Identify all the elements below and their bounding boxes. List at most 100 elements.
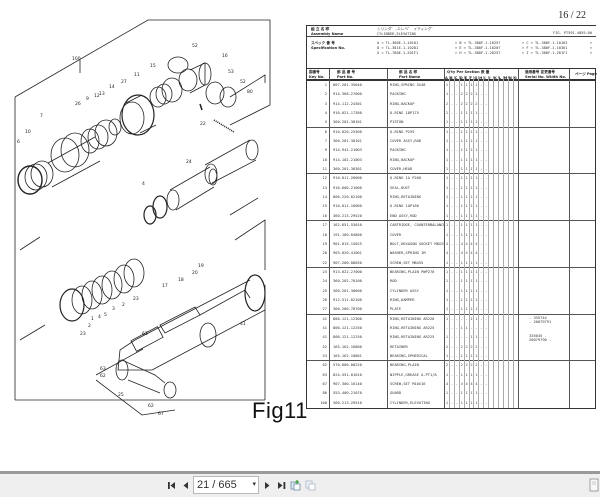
part-number: 360-201-30101	[333, 139, 362, 144]
spec-entry: > E < TL-380F-1-10207	[455, 46, 501, 50]
key-number: 4	[324, 111, 327, 116]
key-number: 23	[322, 269, 327, 274]
last-page-button[interactable]	[275, 477, 287, 493]
qty-cell: -	[480, 223, 483, 228]
qty-cell: 1	[445, 297, 449, 302]
qty-cell: -	[450, 353, 453, 358]
qty-cell: 1	[460, 167, 463, 172]
qty-cell: -	[470, 325, 473, 330]
svg-text:2: 2	[88, 323, 91, 329]
qty-cell: -	[455, 344, 458, 349]
qty-cell: -	[485, 167, 488, 172]
qty-cell: 2	[465, 101, 468, 106]
qty-cell: 4	[460, 251, 463, 256]
part-number: 907-300-16140	[333, 382, 362, 386]
qty-cell: 1	[475, 279, 478, 284]
key-number: 24	[322, 279, 327, 284]
section-divider	[478, 76, 480, 409]
qty-cell: 1	[465, 129, 468, 134]
qty-cell: -	[450, 92, 453, 97]
qty-cell: -	[455, 260, 458, 265]
qty-cell: 1	[470, 129, 473, 134]
qty-cell: 2	[475, 92, 478, 97]
svg-text:15: 15	[150, 63, 156, 69]
qty-cell: 1	[445, 157, 449, 162]
key-number: 12	[322, 176, 327, 181]
qty-cell: 1	[475, 176, 478, 181]
qty-cell: -	[485, 307, 488, 312]
qty-cell: -	[455, 241, 458, 246]
svg-text:27: 27	[121, 79, 127, 85]
layout-toggle-button[interactable]	[588, 477, 600, 493]
qty-cell: 1	[475, 400, 478, 405]
qty-cell: 1	[470, 353, 473, 358]
part-name: O-RING 18P175	[390, 111, 419, 116]
qty-cell: 2	[475, 344, 478, 349]
qty-cell: 1	[465, 195, 468, 200]
qty-cell: 2	[470, 101, 473, 106]
part-name: BOLT,HEXAGON SOCKET M8X25	[390, 241, 444, 246]
qty-cell: 1	[445, 213, 449, 218]
qty-cell: 1	[475, 297, 478, 302]
prev-page-button[interactable]	[180, 477, 190, 493]
qty-cell: 1	[475, 335, 478, 340]
svg-text:63: 63	[142, 331, 148, 337]
spec-label-jp: スペック 番 号	[311, 41, 335, 45]
document-viewport[interactable]: 16 / 22	[0, 0, 600, 472]
spec-label-en: Specification No.	[311, 46, 346, 50]
qty-cell: -	[450, 213, 453, 218]
chevron-down-icon[interactable]: ▾	[252, 481, 256, 488]
part-name: END ASSY,ROD	[390, 213, 417, 218]
qty-cell: 1	[445, 83, 449, 87]
qty-cell: -	[465, 335, 468, 340]
next-page-button[interactable]	[262, 477, 272, 493]
qty-cell: 1	[465, 372, 468, 377]
section-letter: E	[464, 76, 468, 80]
serial-range: - 335744 - 20079791	[529, 315, 552, 324]
qty-cell: 1	[445, 353, 449, 358]
copy-button[interactable]	[289, 477, 303, 493]
svg-text:80: 80	[247, 89, 253, 95]
qty-cell: 1	[475, 372, 478, 377]
qty-cell: -	[480, 307, 483, 312]
qty-cell: 1	[470, 260, 473, 265]
svg-text:4: 4	[142, 181, 145, 187]
qty-cell: -	[460, 335, 463, 340]
qty-cell: 1	[460, 297, 463, 302]
qty-cell: 1	[445, 139, 449, 144]
qty-cell: -	[455, 195, 458, 200]
qty-cell: -	[480, 251, 483, 256]
copy-icon	[290, 480, 301, 491]
section-letter: C	[454, 76, 458, 80]
qty-cell: -	[455, 148, 458, 153]
part-name: RING,RETAINING AR220	[390, 316, 435, 321]
svg-text:23: 23	[133, 296, 139, 302]
first-page-button[interactable]	[166, 477, 178, 493]
qty-cell: 1	[465, 269, 468, 274]
serial-range: 335045 - 20079790 -	[529, 334, 552, 343]
svg-text:19: 19	[198, 263, 204, 269]
page-number-input[interactable]: 21 / 665 ▾	[193, 476, 259, 494]
qty-cell: 1	[445, 92, 449, 97]
qty-cell: 2	[460, 101, 463, 106]
qty-cell: -	[485, 316, 488, 321]
paste-button[interactable]	[304, 477, 318, 493]
qty-cell: 1	[460, 391, 463, 396]
qty-cell: -	[455, 129, 458, 134]
qty-cell: -	[450, 157, 453, 162]
qty-cell: -	[480, 269, 483, 274]
qty-cell: -	[455, 167, 458, 172]
qty-cell: 1	[465, 204, 468, 209]
part-name: O-RING 1A P260	[390, 176, 422, 181]
part-name: SEAL,DUST	[390, 185, 410, 190]
qty-cell: 4	[470, 241, 473, 246]
qty-cell: -	[485, 204, 488, 209]
qty-cell: -	[450, 83, 453, 87]
qty-cell: 1	[445, 400, 449, 405]
qty-cell: -	[480, 241, 483, 246]
